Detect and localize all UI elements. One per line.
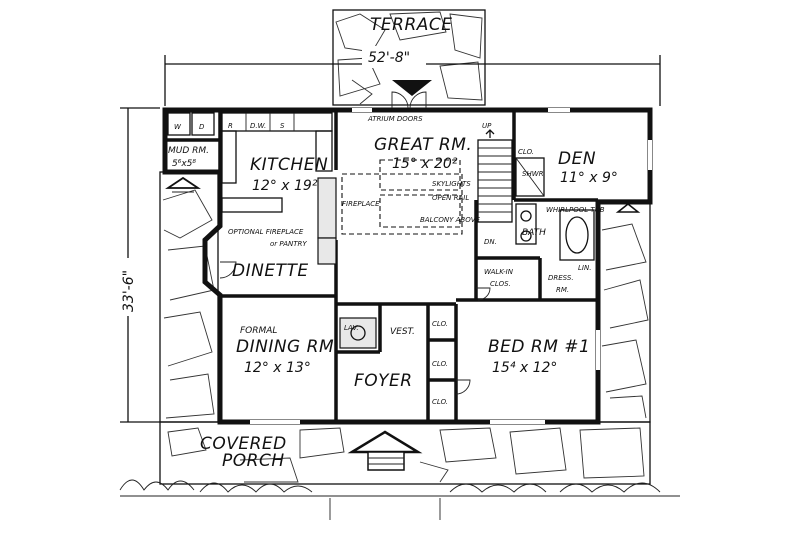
bedroom-label: BED RM #1	[488, 337, 590, 357]
balcony-above-label: BALCONY ABOVE	[420, 216, 481, 224]
closet-3-label: CLO.	[432, 398, 448, 406]
porch-label-line1: COVERED	[200, 434, 287, 454]
dining-size: 12° x 13°	[244, 360, 311, 376]
sink-label: S	[280, 122, 285, 130]
den-label: DEN	[558, 149, 596, 169]
stair-up-label: UP	[482, 122, 492, 130]
vestibule-label: VEST.	[390, 327, 415, 337]
covered-porch: COVERED PORCH	[159, 421, 651, 485]
lav-label: LAV.	[344, 324, 359, 332]
skylights	[341, 159, 463, 235]
great-room-size: 15° x 20²	[392, 156, 458, 172]
kitchen-size: 12° x 19²	[252, 178, 318, 194]
windows	[250, 108, 652, 424]
terrace-label: TERRACE	[370, 15, 453, 35]
porch-label-line2: PORCH	[222, 451, 285, 471]
annotations: ATRIUM DOORS UP DN. SKYLIGHTS OPEN RAIL …	[228, 115, 605, 406]
dryer-label: D	[199, 123, 205, 131]
closet-1-label: CLO.	[432, 320, 448, 328]
stair-down-label: DN.	[484, 238, 497, 246]
walk-in-label-line2: CLOS.	[490, 280, 511, 288]
bath-fixtures	[515, 157, 641, 261]
stairs	[477, 129, 513, 223]
atrium-doors-label: ATRIUM DOORS	[367, 115, 423, 123]
kitchen-label: KITCHEN	[250, 155, 328, 175]
skylights-label: SKYLIGHTS	[432, 180, 471, 188]
den-size: 11° x 9°	[560, 170, 618, 186]
dishwasher-label: D.W.	[250, 122, 266, 130]
dinette-label: DINETTE	[232, 261, 309, 281]
landscaping	[119, 479, 680, 520]
depth-dimension: 33'-6"	[118, 107, 160, 423]
interior-walls	[165, 110, 598, 422]
great-room-label: GREAT RM.	[374, 135, 472, 155]
washer-label: W	[174, 123, 182, 131]
fireplace-label: FIREPLACE	[342, 200, 380, 208]
dress-room-label-line1: DRESS.	[548, 274, 574, 282]
optional-fireplace-label: OPTIONAL FIREPLACE	[228, 228, 304, 236]
den-closet-label: CLO.	[518, 148, 534, 156]
lav-fixtures	[339, 317, 377, 349]
mud-room-size: 5⁶x5⁸	[172, 159, 196, 169]
dining-label-line2: DINING RM.	[236, 337, 340, 357]
terrace: TERRACE	[332, 9, 486, 106]
walk-in-label-line1: WALK-IN	[484, 268, 514, 276]
width-dimension-label: 52'-8"	[368, 50, 410, 66]
closet-2-label: CLO.	[432, 360, 448, 368]
pantry-label: or PANTRY	[270, 240, 307, 248]
bedroom-size: 15⁴ x 12°	[492, 360, 557, 376]
foyer-label: FOYER	[354, 371, 413, 391]
door-swings	[219, 91, 491, 395]
dining-label-line1: FORMAL	[240, 326, 277, 336]
room-labels: MUD RM. 5⁶x5⁸ KITCHEN 12° x 19² GREAT RM…	[168, 135, 618, 391]
linen-label: LIN.	[578, 264, 591, 272]
open-rail-label: OPEN RAIL	[432, 194, 469, 202]
kitchen-counters: W D R D.W. S	[165, 112, 337, 265]
whirlpool-tub-label: WHIRLPOOL TUB	[546, 206, 605, 214]
shower-label: SHWR	[522, 170, 544, 178]
bath-label: BATH	[522, 228, 546, 238]
mud-room-label: MUD RM.	[168, 146, 209, 156]
width-dimension: 52'-8"	[164, 46, 661, 106]
range-label: R	[228, 122, 233, 130]
dress-room-label-line2: RM.	[556, 286, 569, 294]
depth-dimension-label: 33'-6"	[121, 270, 137, 312]
